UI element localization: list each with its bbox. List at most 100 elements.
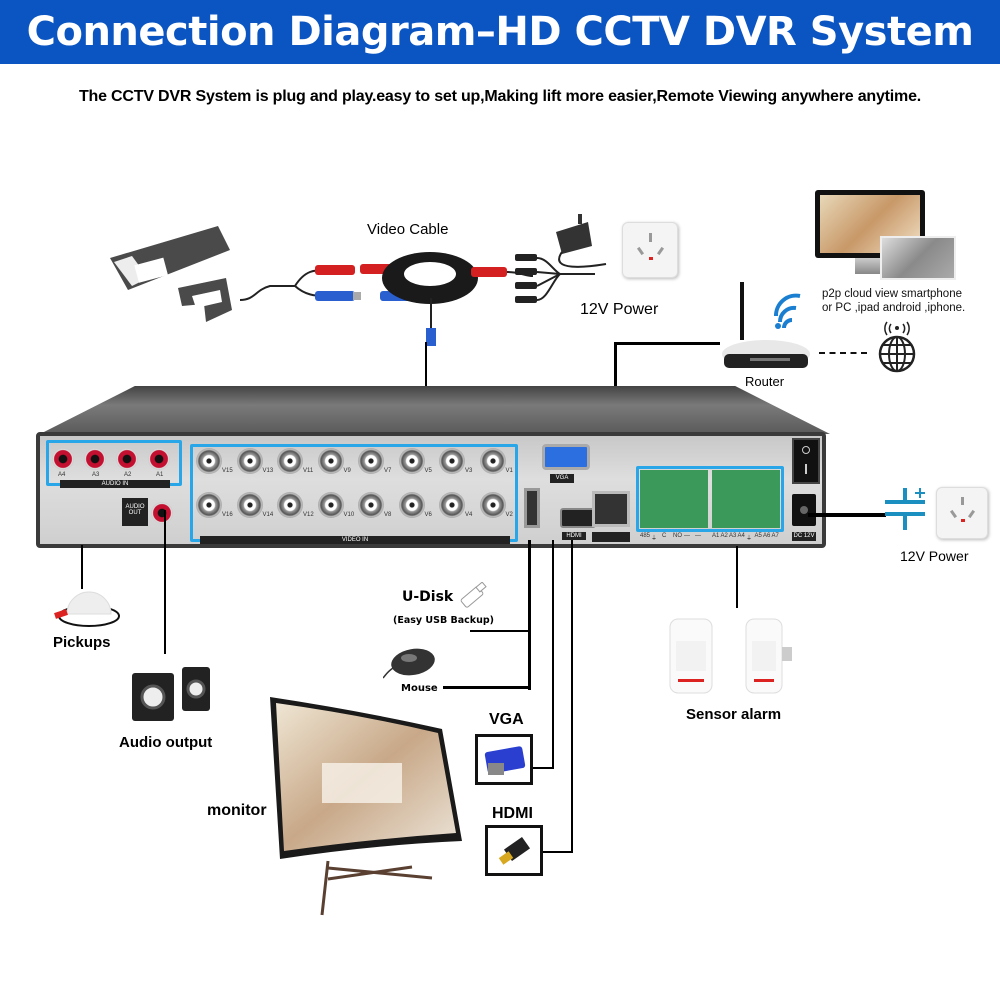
audio-in-port-a2[interactable] bbox=[116, 448, 138, 470]
udisk-line bbox=[470, 630, 530, 632]
port-label: V16 bbox=[222, 512, 233, 518]
video-in-port-v16[interactable] bbox=[196, 492, 222, 518]
video-in-port-v11[interactable] bbox=[277, 448, 303, 474]
hdmi-label: HDMI bbox=[492, 805, 533, 822]
port-label: V10 bbox=[343, 512, 355, 518]
vga-line-horizontal bbox=[530, 767, 554, 769]
port-label: V9 bbox=[343, 468, 351, 474]
video-in-port-v6[interactable] bbox=[398, 492, 425, 518]
audio-out-tag: AUDIO OUT bbox=[122, 498, 148, 526]
wall-outlet-right-icon bbox=[936, 487, 988, 539]
video-in-port-v2[interactable] bbox=[479, 492, 506, 518]
lan-icon bbox=[592, 532, 630, 542]
page-title: Connection Diagram–HD CCTV DVR System bbox=[26, 9, 974, 55]
vga-port[interactable] bbox=[542, 444, 590, 470]
vga-port-label: VGA bbox=[550, 474, 574, 483]
port-label: A4 bbox=[58, 472, 66, 478]
alarm-terminal-label: A7 bbox=[771, 533, 779, 539]
p2p-text: p2p cloud view smartphone or PC ,ipad an… bbox=[822, 287, 965, 315]
audio-in-port-a4[interactable] bbox=[52, 448, 74, 470]
port-label: V15 bbox=[222, 468, 233, 474]
audio-output-label: Audio output bbox=[119, 734, 213, 751]
video-in-port-v9[interactable] bbox=[317, 448, 344, 474]
port-label: V8 bbox=[384, 512, 392, 518]
alarm-terminal-label: A1 bbox=[712, 533, 720, 539]
mouse-label: Mouse bbox=[401, 683, 438, 694]
audio-out-port[interactable] bbox=[151, 502, 173, 524]
alarm-terminal-label: — bbox=[684, 533, 690, 539]
port-label: A2 bbox=[124, 472, 132, 478]
video-in-port-v8[interactable] bbox=[358, 492, 384, 518]
dvr-chassis-top bbox=[40, 386, 830, 434]
power-adapter-icon bbox=[556, 214, 607, 268]
alarm-terminal-label: A4 bbox=[737, 533, 745, 539]
router-label: Router bbox=[745, 374, 785, 389]
video-cable-label: Video Cable bbox=[367, 221, 449, 238]
usb-port[interactable] bbox=[524, 488, 540, 528]
hdmi-port[interactable] bbox=[560, 508, 596, 528]
pickups-label: Pickups bbox=[53, 634, 111, 651]
tablet-image bbox=[880, 236, 956, 280]
audio-in-port-a1[interactable] bbox=[148, 448, 170, 470]
port-label: A3 bbox=[92, 472, 100, 478]
alarm-terminal-label: — bbox=[695, 533, 701, 539]
lan-port[interactable] bbox=[592, 491, 630, 527]
dc-power-symbol-icon bbox=[885, 488, 925, 530]
port-label: A1 bbox=[156, 472, 164, 478]
microphone-pickup-icon bbox=[54, 591, 120, 627]
lan-line-horizontal bbox=[614, 342, 720, 345]
video-in-port-v14[interactable] bbox=[236, 492, 263, 518]
alarm-terminal-block-right[interactable] bbox=[712, 470, 780, 528]
power-switch[interactable] bbox=[792, 438, 820, 484]
video-in-port-v5[interactable] bbox=[398, 448, 425, 474]
router-to-internet-link bbox=[819, 352, 867, 354]
alarm-terminal-label: NO bbox=[673, 533, 682, 539]
internet-globe-icon bbox=[878, 321, 916, 373]
video-in-port-v7[interactable] bbox=[358, 448, 384, 474]
port-label: V6 bbox=[424, 512, 432, 518]
video-in-port-v10[interactable] bbox=[317, 492, 344, 518]
sensor-alarm-label: Sensor alarm bbox=[686, 706, 782, 723]
pickups-line bbox=[81, 545, 83, 589]
dc-label: DC 12V bbox=[792, 532, 816, 541]
alarm-terminal-block-left[interactable] bbox=[640, 470, 708, 528]
video-in-port-v3[interactable] bbox=[439, 448, 465, 474]
video-cable-assembly bbox=[239, 252, 595, 346]
port-label: V5 bbox=[424, 468, 432, 474]
udisk-note: (Easy USB Backup) bbox=[393, 615, 495, 626]
video-in-port-v1[interactable] bbox=[479, 448, 506, 474]
wall-outlet-icon bbox=[622, 222, 678, 278]
audio-in-port-a3[interactable] bbox=[84, 448, 106, 470]
port-label: V14 bbox=[262, 512, 274, 518]
dvr-rear-panel: A4 A3 A2 A1 AUDIO IN AUDIO OUT VIDEO IN … bbox=[36, 432, 826, 548]
port-label: V12 bbox=[303, 512, 314, 518]
alarm-terminal-group bbox=[636, 466, 784, 532]
video-in-port-v15[interactable] bbox=[196, 448, 222, 474]
video-in-port-v4[interactable] bbox=[439, 492, 465, 518]
hdmi-line-vertical bbox=[571, 540, 573, 853]
port-label: V13 bbox=[262, 468, 274, 474]
video-in-port-v13[interactable] bbox=[236, 448, 263, 474]
alarm-terminal-label: 485 bbox=[640, 533, 651, 539]
port-label: V1 bbox=[505, 468, 513, 474]
usb-line-vertical bbox=[528, 540, 531, 690]
usb-flash-drive-icon bbox=[460, 582, 487, 608]
port-label: V7 bbox=[384, 468, 392, 474]
dc-power-jack[interactable] bbox=[792, 494, 816, 526]
hdmi-line-horizontal bbox=[542, 851, 573, 853]
alarm-terminal-label: A5 bbox=[754, 533, 762, 539]
port-label: V11 bbox=[303, 468, 314, 474]
mouse-line bbox=[443, 686, 531, 689]
alarm-terminal-label: ⏚ bbox=[651, 536, 658, 542]
subtitle: The CCTV DVR System is plug and play.eas… bbox=[78, 88, 922, 105]
port-label: V4 bbox=[465, 512, 473, 518]
audio-out-label-2: OUT bbox=[128, 510, 142, 516]
video-in-port-v12[interactable] bbox=[277, 492, 303, 518]
alarm-terminal-label: A3 bbox=[729, 533, 737, 539]
power-label-top: 12V Power bbox=[580, 301, 659, 318]
audio-in-label: AUDIO IN bbox=[60, 480, 170, 488]
speakers-icon bbox=[132, 667, 210, 721]
power-right-line bbox=[808, 513, 886, 517]
mouse-icon bbox=[383, 648, 435, 679]
monitor-stand bbox=[855, 258, 885, 274]
